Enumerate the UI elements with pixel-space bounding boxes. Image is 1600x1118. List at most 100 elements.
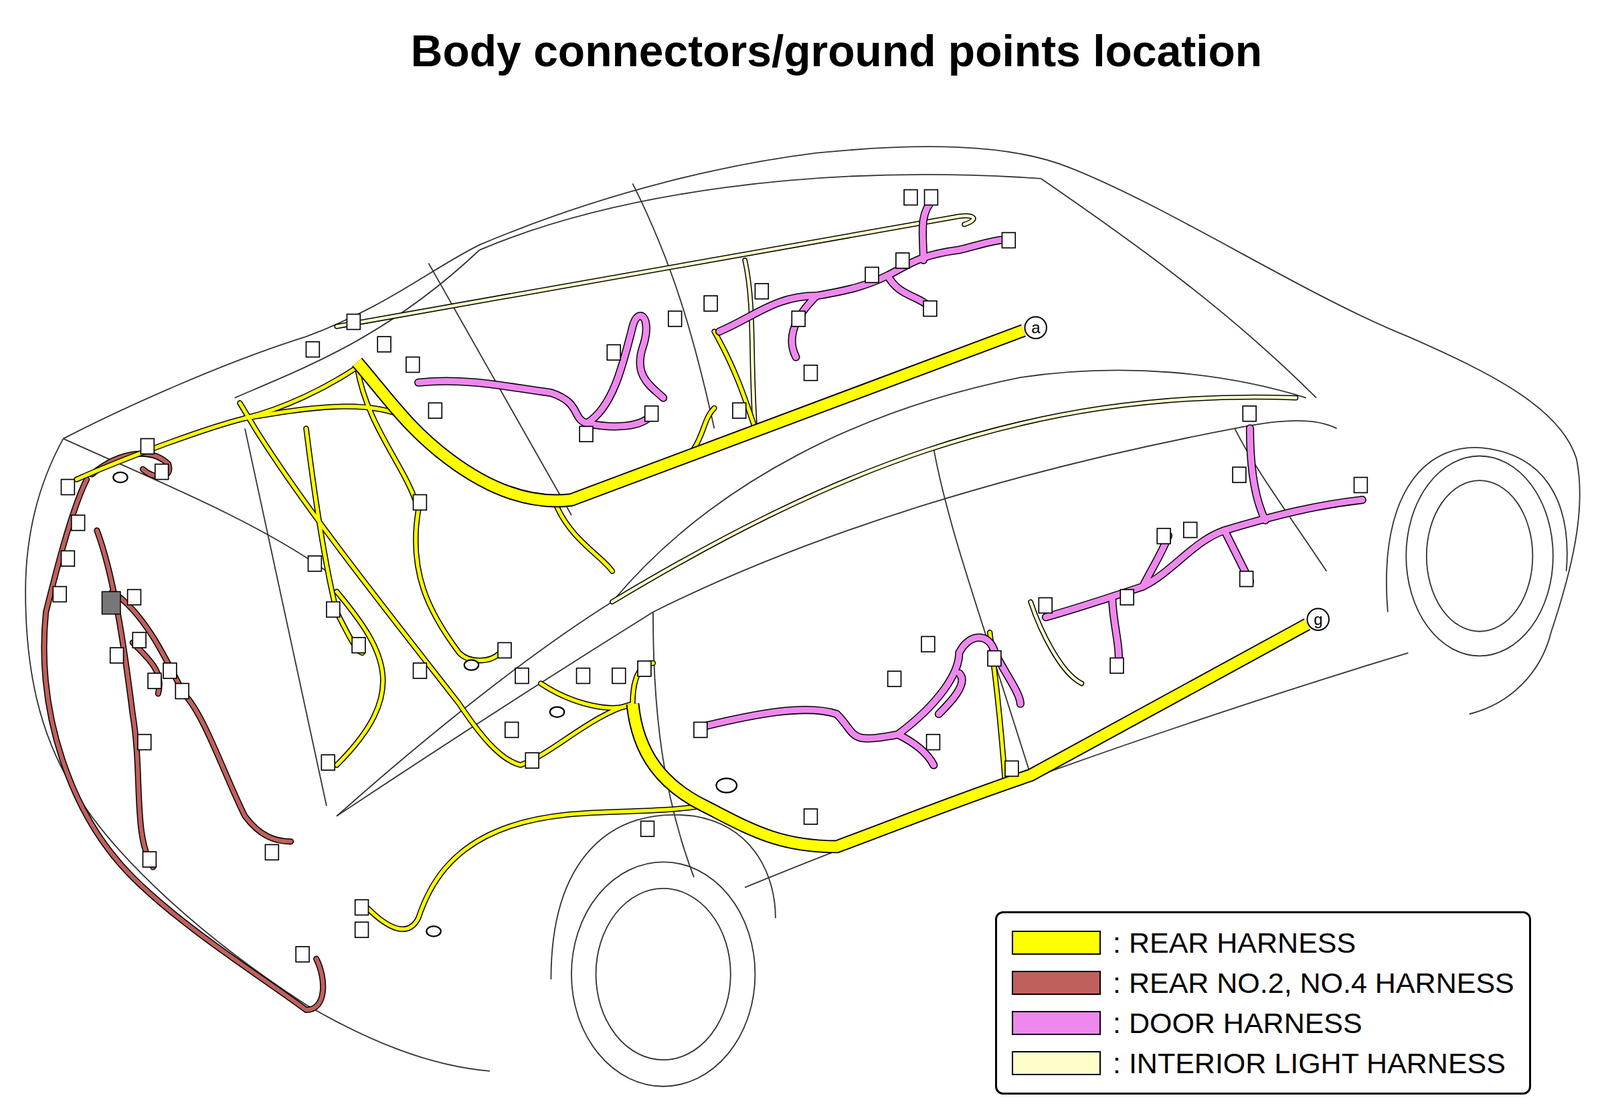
- connector: [137, 734, 152, 751]
- connector: [904, 190, 918, 206]
- rear-harness-branch: [357, 367, 500, 661]
- connector: [1157, 528, 1171, 545]
- rear-harness-branch: [76, 367, 357, 480]
- door-harness: [418, 315, 664, 424]
- ground-point: [426, 926, 441, 937]
- diagram-title: Body connectors/ground points location: [410, 25, 1263, 77]
- wheel: [1405, 456, 1554, 657]
- connector: [1239, 571, 1254, 587]
- connector: [413, 663, 427, 679]
- connector: [52, 190, 1368, 963]
- connector: [606, 344, 621, 361]
- ground-point: [113, 472, 737, 937]
- connector: [896, 252, 910, 269]
- connector: [645, 406, 659, 422]
- car-outline: [1040, 178, 1317, 399]
- car-outline: [632, 183, 715, 429]
- rear-harness-branch: [540, 683, 633, 708]
- relay-block: [101, 591, 120, 615]
- door-harness: [1250, 428, 1266, 520]
- connector: [1005, 760, 1019, 777]
- connector: [355, 922, 369, 938]
- callout-letter: g: [1313, 611, 1323, 628]
- door-harness: [922, 198, 934, 260]
- car-outline: [25, 438, 490, 1072]
- rear-harness-branch: [556, 505, 613, 572]
- connector: [732, 402, 747, 419]
- connector: [52, 586, 67, 603]
- rear-no2-no4-harness: [44, 479, 324, 1011]
- connector: [155, 464, 169, 480]
- door-harness: [791, 295, 816, 357]
- connector: [140, 438, 154, 455]
- rear-no2-no4-harness: [97, 530, 154, 868]
- ground-point: [550, 707, 565, 718]
- rear-harness-trunk: [632, 624, 1307, 847]
- connector: [127, 589, 142, 605]
- callout-circle: g: [1306, 607, 1330, 632]
- connector: [576, 668, 591, 684]
- connector: [791, 311, 806, 327]
- rear-harness-branch: [540, 683, 633, 708]
- rear-harness-branch: [714, 331, 755, 429]
- connector: [668, 311, 682, 327]
- connector: [264, 844, 279, 860]
- door-harness: [703, 637, 1021, 739]
- connector: [308, 556, 322, 572]
- connector: [406, 357, 420, 373]
- legend-swatch: [1011, 1051, 1101, 1076]
- door-harness: [1250, 428, 1266, 520]
- connector: [1038, 597, 1052, 613]
- legend-label: : INTERIOR LIGHT HARNESS: [1112, 1047, 1506, 1081]
- interior-light-harness: [612, 396, 1297, 602]
- connector: [804, 365, 818, 381]
- rear-harness-branch: [714, 331, 755, 429]
- connector: [505, 722, 519, 738]
- connector: [515, 668, 529, 684]
- interior-light-harness: [336, 216, 974, 327]
- car-outline: [1234, 428, 1327, 571]
- rear-harness-branch: [76, 367, 357, 480]
- rear-harness-branch: [357, 367, 500, 661]
- connector: [321, 754, 335, 771]
- wheel: [1426, 480, 1534, 632]
- connector: [305, 341, 320, 358]
- connector: [1183, 522, 1198, 539]
- door-harness: [1045, 499, 1363, 617]
- connector: [703, 295, 718, 312]
- legend-swatch: [1011, 970, 1101, 996]
- callout-circle-outline: [1025, 317, 1047, 339]
- connector: [1354, 477, 1368, 494]
- connector: [132, 632, 146, 648]
- connector: [693, 722, 708, 738]
- legend-label: : REAR HARNESS: [1112, 926, 1356, 960]
- rear-harness-trunk: [357, 330, 1308, 847]
- interior-light-harness: [336, 216, 1296, 684]
- legend-row: : INTERIOR LIGHT HARNESS: [1011, 1043, 1515, 1084]
- connector: [579, 426, 593, 442]
- connector: [804, 809, 818, 825]
- rear-no2-no4-harness: [112, 591, 292, 842]
- legend-row: : REAR NO.2, NO.4 HARNESS: [1011, 962, 1515, 1004]
- wheel: [596, 888, 731, 1060]
- connector: [612, 668, 626, 684]
- rear-no2-no4-harness: [44, 479, 324, 1011]
- rear-harness-trunk: [632, 624, 1307, 847]
- rear-harness-branch: [367, 805, 704, 929]
- door-harness: [1045, 499, 1363, 617]
- door-harness: [938, 673, 963, 715]
- car-outline: [653, 612, 694, 878]
- connector: [346, 314, 361, 330]
- connector: [637, 661, 652, 677]
- connector: [295, 946, 310, 963]
- door-harness: [887, 275, 929, 307]
- connector: [60, 550, 75, 567]
- ground-point: [113, 472, 128, 483]
- door-harness: [719, 239, 1006, 332]
- connector: [926, 734, 941, 751]
- connector: [987, 651, 1002, 667]
- car-outline: [479, 174, 1042, 251]
- connector: [497, 643, 512, 659]
- connector: [1232, 467, 1247, 483]
